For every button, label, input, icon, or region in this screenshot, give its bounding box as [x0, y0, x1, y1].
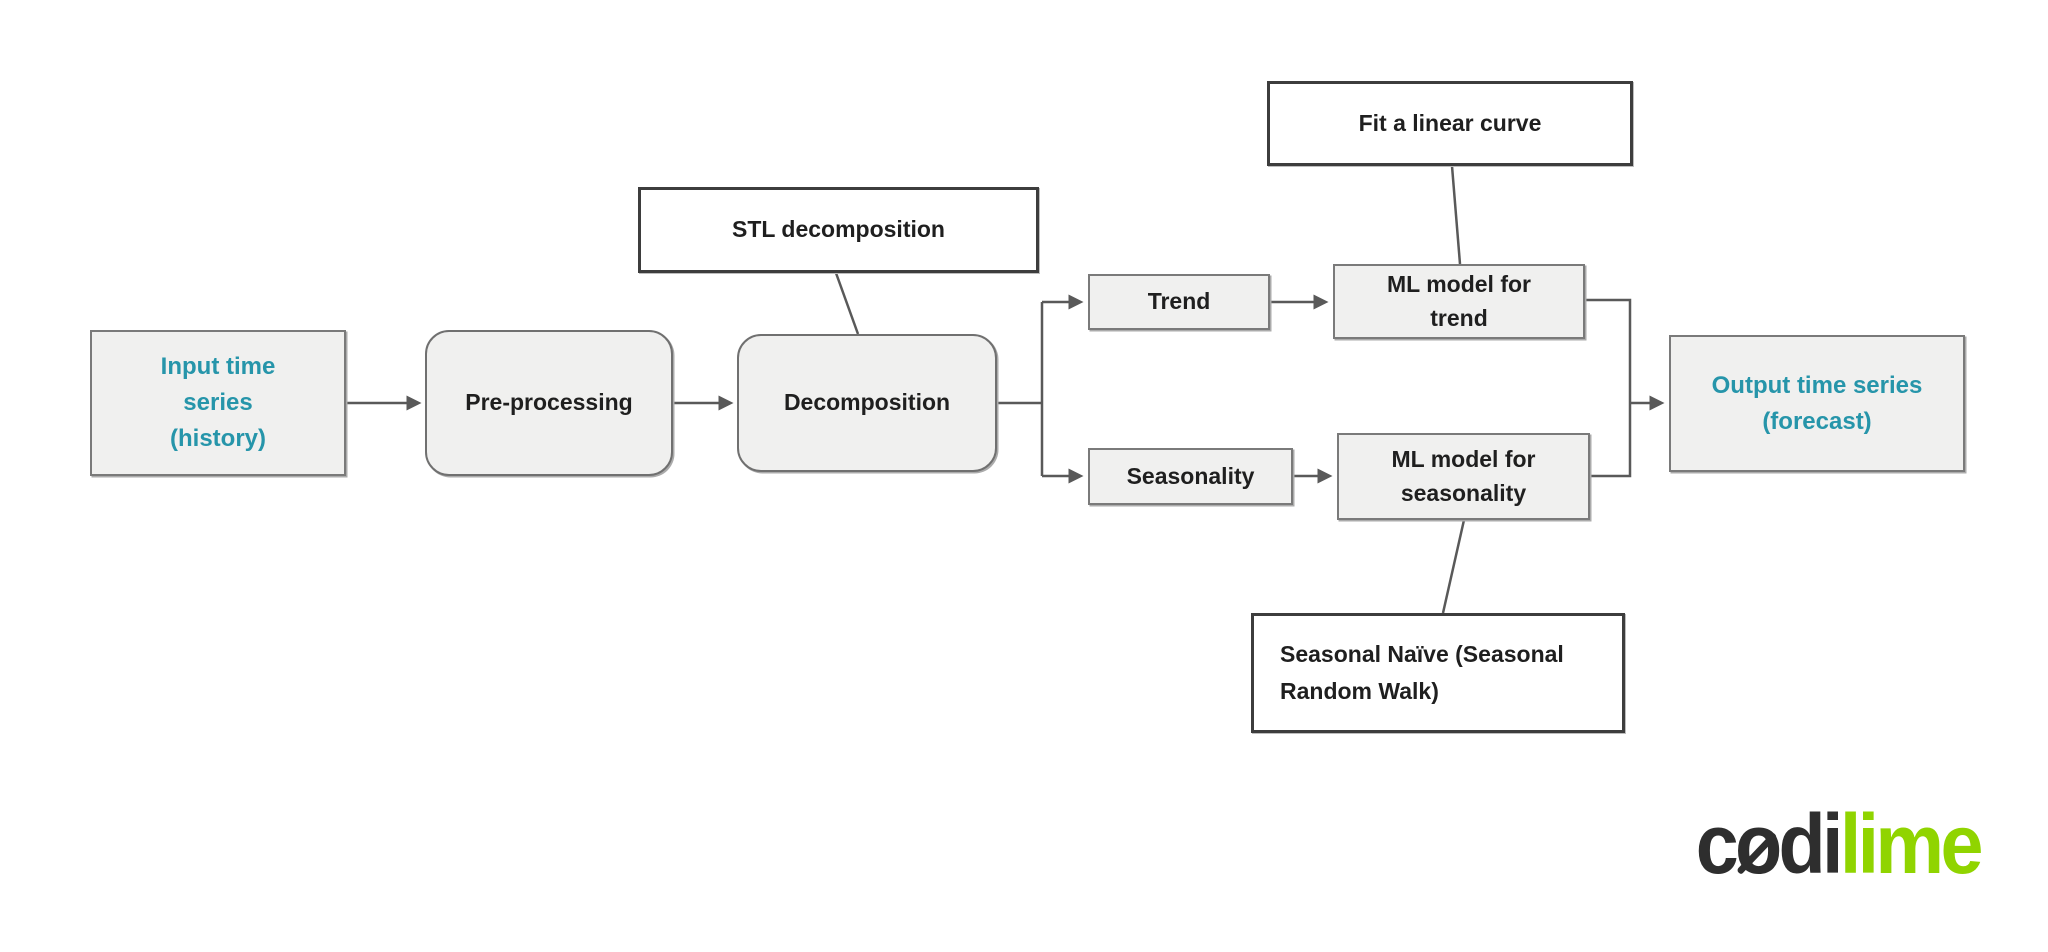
note-label: STL decomposition [732, 216, 945, 243]
node-input-time-series: Input time series (history) [90, 330, 346, 476]
node-label-line: Input time [160, 353, 276, 380]
edge-naive-callout-line [1441, 519, 1466, 614]
node-decomposition: Decomposition [737, 334, 997, 472]
note-label-line: Seasonal Naïve (Seasonal [1280, 640, 1564, 667]
node-label: Decomposition [783, 389, 951, 416]
node-label-line: seasonality [1400, 479, 1527, 506]
node-label-line: ML model for [1387, 271, 1531, 298]
logo-letters-di: di [1778, 797, 1844, 891]
edge-fit-callout-line [1450, 165, 1462, 265]
edge-stl-callout-line [834, 272, 860, 335]
node-ml-model-for-seasonality: ML model for seasonality [1337, 433, 1590, 520]
node-preprocessing: Pre-processing [425, 330, 673, 476]
logo-text-dark: codi [1695, 797, 1844, 891]
node-label-line: trend [1430, 304, 1488, 331]
logo-slashed-o: o [1735, 797, 1782, 891]
node-label-line: (forecast) [1762, 407, 1872, 435]
note-label: Fit a linear curve [1358, 109, 1542, 136]
node-seasonality: Seasonality [1088, 448, 1293, 505]
node-label: Seasonality [1126, 462, 1255, 489]
codilime-logo: codilime [1696, 802, 1984, 886]
edge-merge-vertical [1585, 298, 1632, 478]
node-label-line: series [183, 389, 253, 416]
node-label-line: (history) [170, 425, 266, 452]
node-label-line: Output time series [1711, 371, 1923, 399]
node-ml-model-for-trend: ML model for trend [1333, 264, 1585, 339]
note-fit-a-linear-curve: Fit a linear curve [1267, 81, 1633, 166]
note-stl-decomposition: STL decomposition [638, 187, 1039, 273]
node-output-time-series: Output time series (forecast) [1669, 335, 1965, 472]
node-label-line: ML model for [1391, 446, 1536, 473]
logo-text-lime: lime [1840, 797, 1984, 891]
logo-letter-c: c [1695, 797, 1739, 891]
node-label: Trend [1147, 288, 1211, 315]
node-label: Pre-processing [465, 389, 633, 416]
note-label-line: Random Walk) [1280, 678, 1439, 704]
node-trend: Trend [1088, 274, 1270, 330]
note-seasonal-naive: Seasonal Naïve (Seasonal Random Walk) [1251, 613, 1625, 733]
